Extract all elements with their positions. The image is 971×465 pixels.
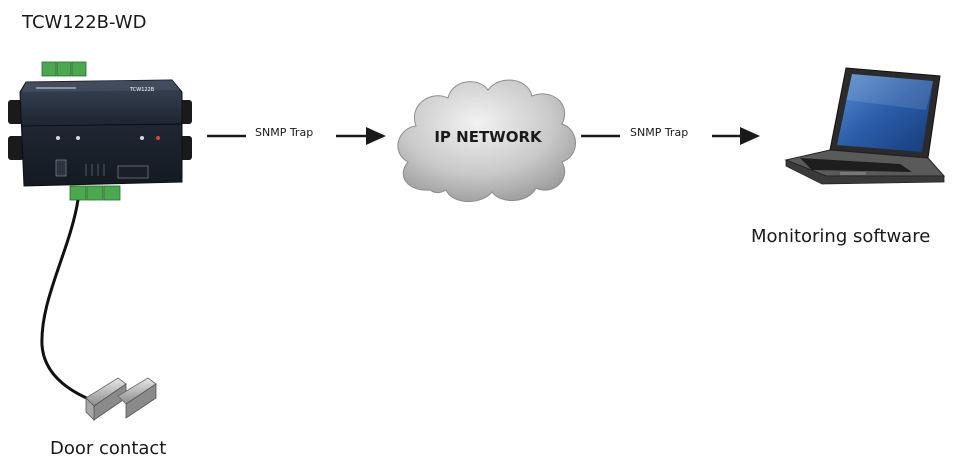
laptop-icon: [784, 67, 946, 185]
terminal-block-bottom-2: [86, 185, 104, 201]
link-arrow-2: [581, 127, 760, 145]
client-label: Monitoring software: [751, 226, 931, 247]
sensor-label: Door contact: [50, 438, 167, 459]
ip-network-cloud: IP NETWORK: [397, 79, 576, 202]
power-jack-icon: [55, 159, 67, 177]
terminal-block-top-3: [71, 61, 87, 77]
mount-rail-left-bottom: [8, 136, 24, 160]
relay2-led-icon: [76, 136, 80, 140]
sensor-cable: [40, 199, 97, 404]
link-led-icon: [140, 136, 144, 140]
device-case-label: TCW122B: [129, 87, 155, 93]
terminal-block-bottom-3: [103, 185, 121, 201]
power-led-icon: [156, 136, 160, 140]
network-label: IP NETWORK: [434, 128, 543, 146]
mount-rail-left-top: [8, 100, 24, 124]
link-arrow-1: [207, 127, 386, 145]
device-title: TCW122B-WD: [22, 12, 147, 33]
terminal-block-top-2: [56, 61, 72, 77]
link-label-1: SNMP Trap: [255, 126, 314, 139]
terminal-block-top-1: [41, 61, 57, 77]
arrow-head-icon: [366, 127, 386, 145]
link-label-2: SNMP Trap: [630, 126, 689, 139]
terminal-block-bottom-1: [69, 185, 87, 201]
arrow-head-icon: [740, 127, 760, 145]
relay1-led-icon: [56, 136, 60, 140]
ethernet-port-icon: [117, 165, 149, 179]
device-tcw122b: TCW122B: [8, 61, 192, 201]
door-contact-icon: [85, 377, 157, 421]
